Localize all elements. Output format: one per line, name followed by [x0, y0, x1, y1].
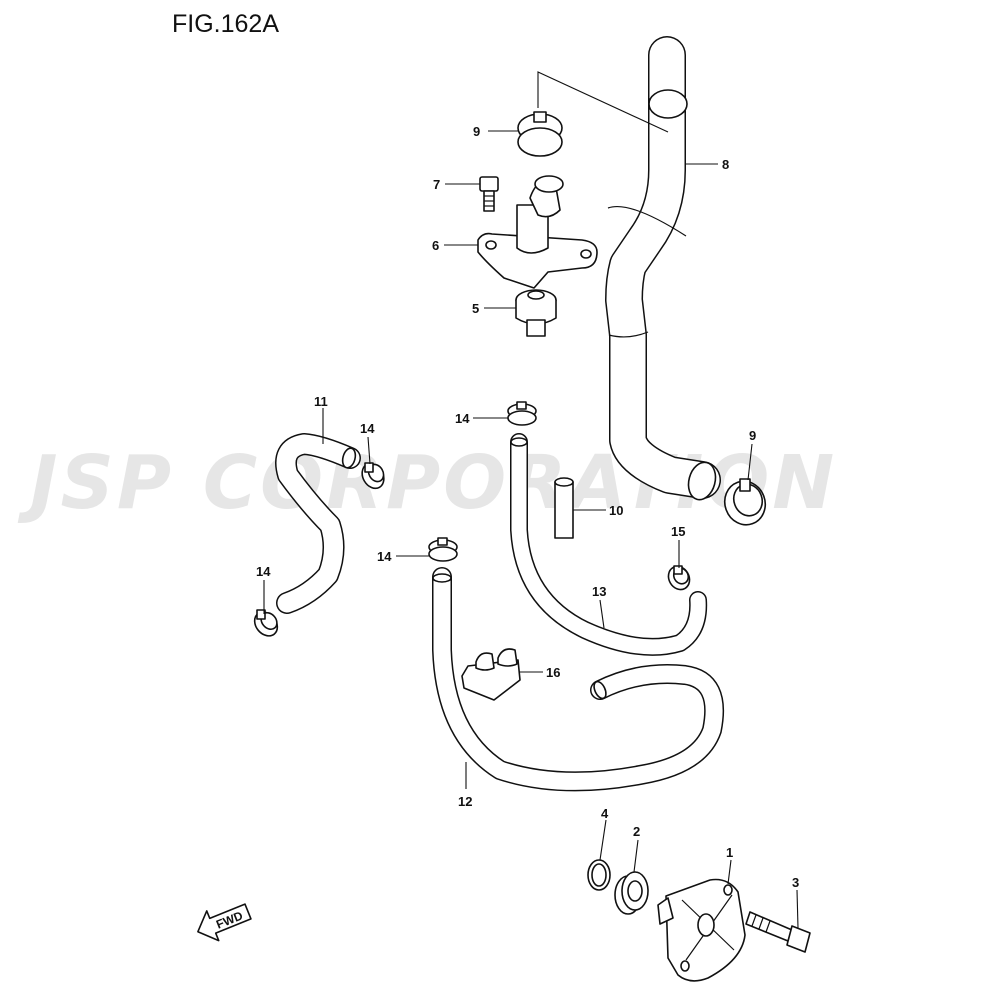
part-10-hose[interactable]	[554, 477, 574, 539]
callout-7[interactable]: 7	[433, 177, 440, 192]
callout-14-d[interactable]: 14	[256, 564, 271, 579]
part-11-hose[interactable]	[275, 433, 361, 614]
part-13-hose[interactable]	[510, 433, 708, 656]
part-14-clamp-a[interactable]	[507, 401, 537, 426]
callout-14-a[interactable]: 14	[455, 411, 470, 426]
figure-title: FIG.162A	[172, 10, 279, 38]
callout-14-c[interactable]: 14	[377, 549, 392, 564]
part-5-thermostat[interactable]	[515, 289, 557, 337]
part-2-grommet[interactable]	[614, 871, 649, 915]
part-14-clamp-b[interactable]	[358, 460, 388, 493]
callout-1[interactable]: 1	[726, 845, 733, 860]
callout-8[interactable]: 8	[722, 157, 729, 172]
part-4-o-ring[interactable]	[587, 859, 611, 891]
part-14-clamp-c[interactable]	[428, 537, 458, 562]
part-16-clip[interactable]	[461, 648, 521, 701]
callout-labels: 9 7 6 5 8 9 14 11 14 10 15 14 14 13 16 1…	[256, 124, 799, 890]
part-3-bolt[interactable]	[745, 911, 811, 953]
callout-3[interactable]: 3	[792, 875, 799, 890]
part-1-cover[interactable]	[657, 878, 746, 982]
callout-2[interactable]: 2	[633, 824, 640, 839]
part-15-clamp[interactable]	[664, 563, 693, 594]
callout-14-b[interactable]: 14	[360, 421, 375, 436]
callout-15[interactable]: 15	[671, 524, 685, 539]
part-9-hose-clamp-upper[interactable]	[517, 111, 563, 157]
callout-10[interactable]: 10	[609, 503, 623, 518]
part-14-clamp-d[interactable]	[250, 608, 282, 641]
callout-6[interactable]: 6	[432, 238, 439, 253]
callout-16[interactable]: 16	[546, 665, 560, 680]
callout-11[interactable]: 11	[314, 394, 328, 409]
callout-9-lower[interactable]: 9	[749, 428, 756, 443]
part-7-bolt[interactable]	[479, 176, 499, 212]
part-12-hose[interactable]	[432, 567, 725, 792]
part-6-thermostat-cover[interactable]	[477, 175, 598, 289]
callout-12[interactable]: 12	[458, 794, 472, 809]
callout-9-upper[interactable]: 9	[473, 124, 480, 139]
callout-13[interactable]: 13	[592, 584, 606, 599]
part-9-hose-clamp-lower[interactable]	[719, 475, 772, 530]
part-8-hose[interactable]	[605, 36, 721, 503]
fwd-arrow-icon: FWD	[197, 903, 252, 942]
callout-5[interactable]: 5	[472, 301, 479, 316]
callout-4[interactable]: 4	[601, 806, 609, 821]
leader-lines	[263, 130, 799, 929]
